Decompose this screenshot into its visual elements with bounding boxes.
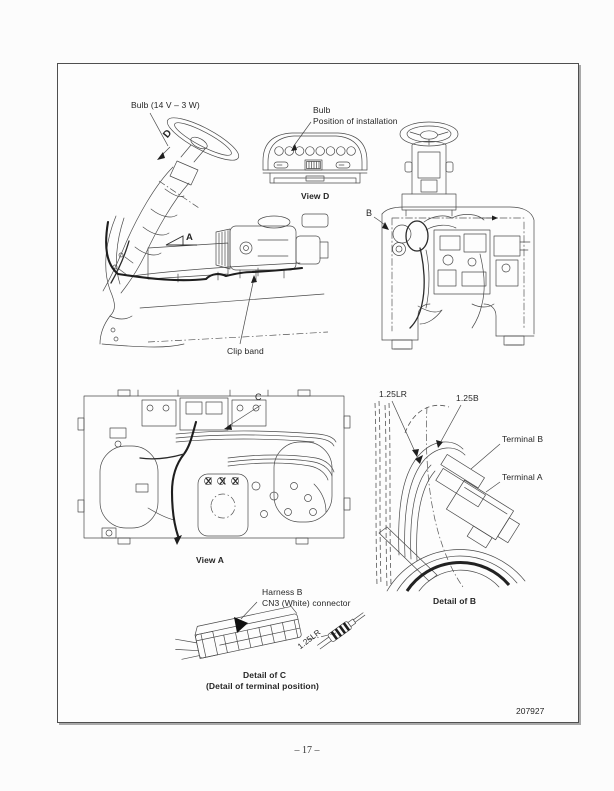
position-of-installation-label: Position of installation — [313, 116, 398, 126]
detail-c-caption: Detail of C — [243, 670, 287, 680]
figure-view-a — [77, 388, 351, 550]
terminal-a-label: Terminal A — [502, 472, 543, 482]
bulb-label: Bulb — [313, 105, 331, 115]
rear-view-drawing — [381, 121, 535, 350]
detail-c-sub-caption: (Detail of terminal position) — [206, 681, 319, 691]
figure-steering-column — [85, 105, 240, 295]
view-a-drawing — [77, 389, 351, 545]
terminal-b-label: Terminal B — [502, 434, 544, 444]
figure-number: 207927 — [516, 706, 545, 716]
wire-125b-label: 1.25B — [456, 393, 479, 403]
figure-detail-b — [365, 385, 545, 592]
detail-b-drawing — [374, 400, 526, 592]
figure-rear-view — [372, 118, 544, 356]
view-marker-a: A — [186, 232, 193, 243]
figure-side-view — [88, 212, 338, 354]
steering-column-drawing — [102, 117, 240, 294]
side-view-drawing — [99, 213, 329, 348]
detail-b-caption: Detail of B — [433, 596, 477, 606]
view-marker-c: C — [255, 392, 262, 402]
bulb-spec-label: Bulb (14 V – 3 W) — [131, 100, 200, 110]
figure-detail-c — [168, 598, 368, 676]
figure-view-d-panel — [258, 130, 372, 188]
cn3-connector-label: CN3 (White) connector — [262, 598, 351, 608]
detail-c-drawing — [175, 606, 366, 660]
view-d-panel-drawing — [262, 132, 368, 184]
clip-band-label: Clip band — [227, 346, 264, 356]
harness-b-label: Harness B — [262, 587, 303, 597]
view-d-caption: View D — [301, 191, 330, 201]
page-number: – 17 – — [294, 745, 320, 756]
view-a-caption: View A — [196, 555, 225, 565]
wire-125lr-label: 1.25LR — [379, 389, 408, 399]
view-marker-b: B — [366, 208, 373, 218]
